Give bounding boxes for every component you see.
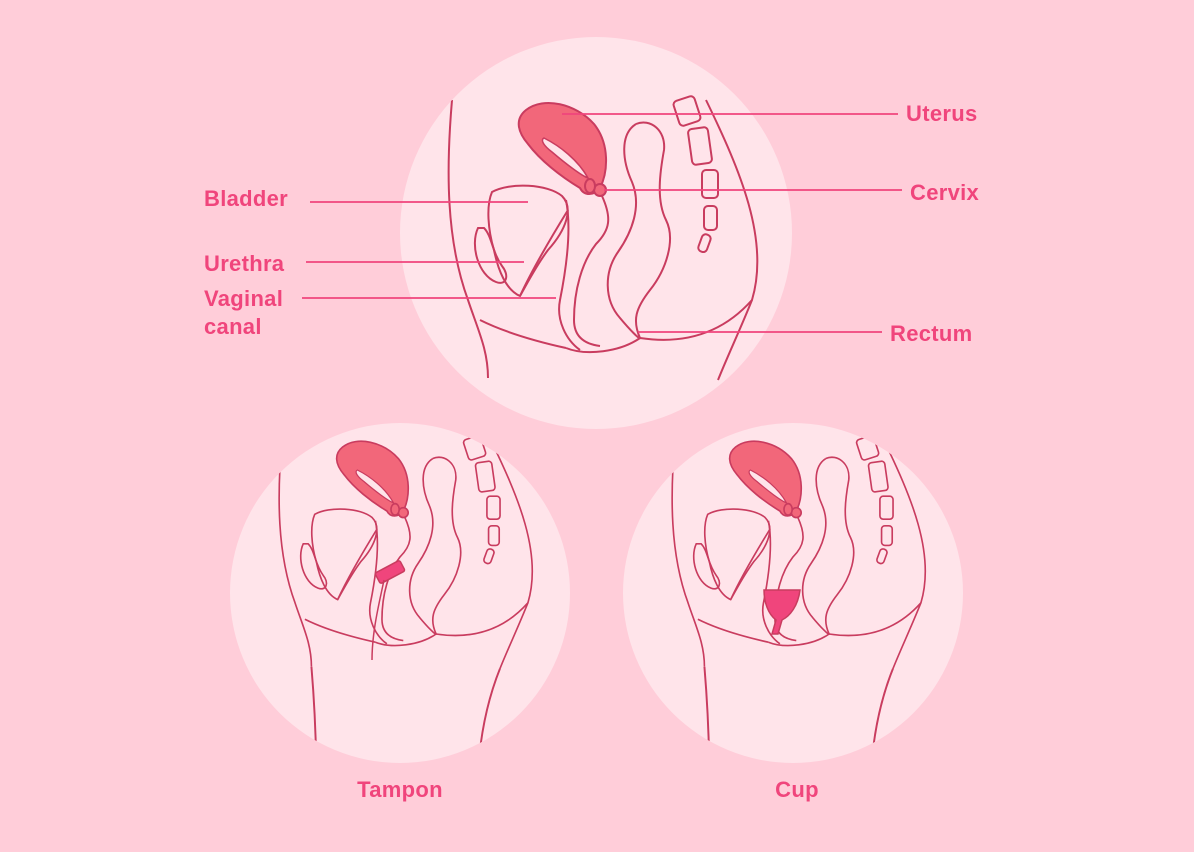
tampon-shape (374, 560, 406, 584)
caption-cup: Cup (775, 777, 819, 802)
label-cervix: Cervix (910, 180, 980, 205)
label-vaginal-canal-line1: Vaginal (204, 286, 284, 311)
tampon-string (371, 579, 385, 661)
label-urethra: Urethra (204, 251, 285, 276)
label-uterus: Uterus (906, 101, 978, 126)
label-vaginal-canal-line2: canal (204, 314, 262, 339)
cup-shape (763, 589, 801, 635)
caption-tampon: Tampon (357, 777, 443, 802)
label-bladder: Bladder (204, 186, 289, 211)
leader-lines (302, 113, 902, 333)
label-rectum: Rectum (890, 321, 973, 346)
main-circle (400, 37, 792, 429)
tampon-circle (230, 423, 570, 763)
